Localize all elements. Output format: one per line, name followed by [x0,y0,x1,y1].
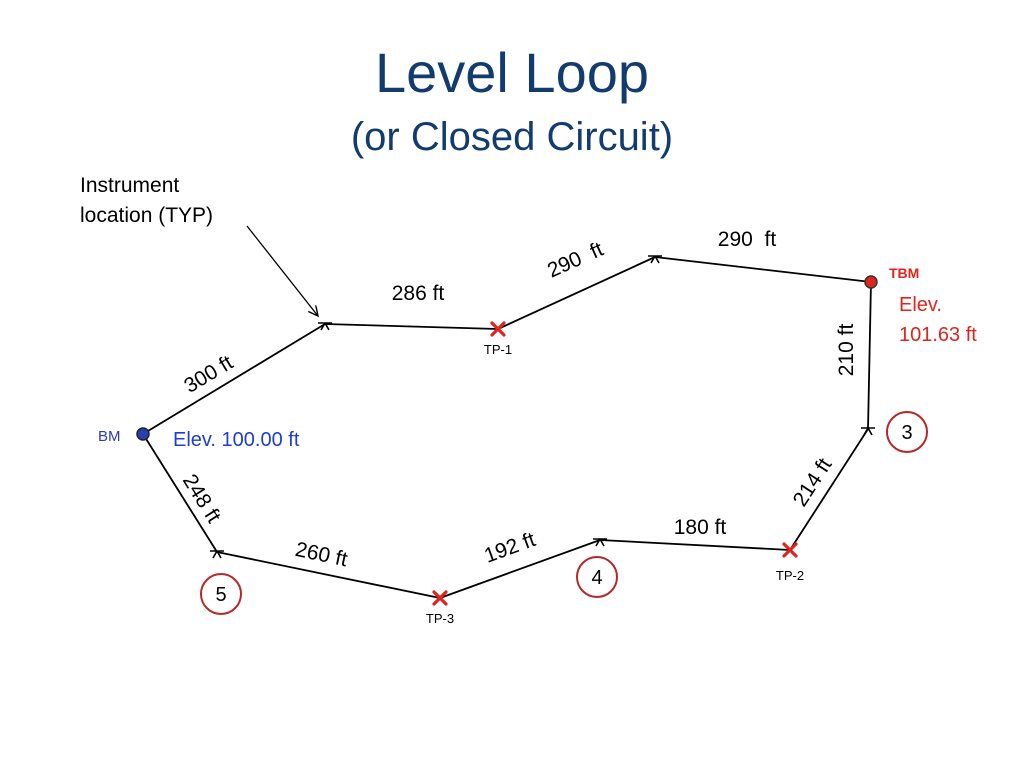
svg-text:5: 5 [215,584,226,606]
distance-label: 248 ft [178,470,225,527]
tp-label: TP-3 [426,611,454,626]
instrument-location-icon [861,427,875,436]
svg-text:4: 4 [591,567,602,589]
distance-label: 210 ft [835,324,858,377]
distance-label: 290 ft [544,238,607,283]
page-subtitle: (or Closed Circuit) [351,115,673,159]
segment-tbm-i3 [867,281,872,430]
distance-label: 214 ft [789,454,837,511]
segment-tp3-i5 [216,551,441,599]
instrument-leader-arrow [246,225,318,316]
instrument-note-line2: location (TYP) [80,204,213,227]
page-title: Level Loop [375,41,649,104]
distance-label: 260 ft [293,538,349,571]
distance-label: 286 ft [392,282,445,305]
tbm-elevation-line1: Elev. [899,294,942,316]
turning-point-x-icon [782,542,798,558]
segment-i2-tbm [654,256,872,283]
segment-i1-tp1 [324,323,499,330]
instrument-location-icon [648,255,662,264]
tbm-elevation-line2: 101.63 ft [899,324,977,346]
traverse-lines [142,256,872,599]
segment-i5-bm [142,433,218,553]
svg-text:3: 3 [901,422,912,444]
bm-elevation: Elev. 100.00 ft [173,429,300,451]
instrument-note-line1: Instrument [80,174,179,197]
distance-label: 290 ft [718,228,777,251]
setup-number-3: 3 [886,411,928,453]
setup-number-4: 4 [576,556,618,598]
turning-point-x-icon [432,590,448,606]
segment-tp2-i4 [599,539,791,551]
tbm-label: TBM [889,265,919,281]
instrument-location-icon [593,538,607,547]
instrument-location-icon [210,550,224,559]
distance-label: 180 ft [674,516,727,539]
segment-bm-i1 [142,323,326,435]
tp-label: TP-2 [776,568,804,583]
tbm-point-icon [864,275,878,289]
bm-point-icon [136,427,150,441]
segment-tp1-i2 [497,256,656,330]
distance-label: 300 ft [180,351,237,398]
segment-i3-tp2 [789,428,869,551]
tp-label: TP-1 [484,342,512,357]
turning-point-x-icon [490,321,506,337]
setup-number-5: 5 [200,573,242,615]
instrument-location-icon [318,322,332,331]
bm-label: BM [98,428,121,445]
segment-i4-tp3 [439,539,601,599]
distance-label: 192 ft [481,528,538,568]
